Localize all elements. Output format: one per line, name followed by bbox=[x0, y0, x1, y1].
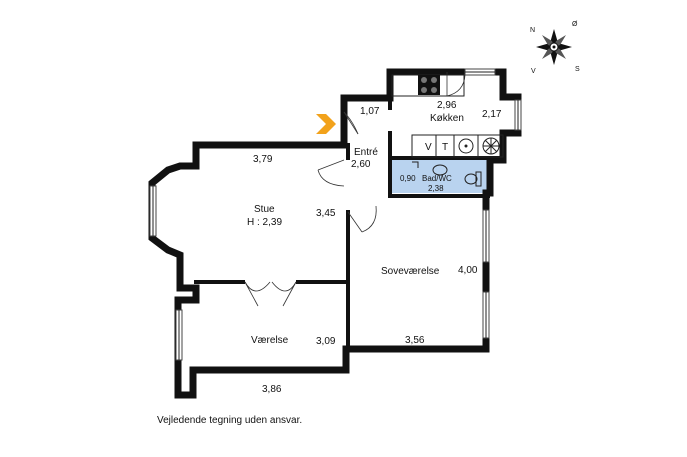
window-sleep-2 bbox=[482, 291, 490, 339]
window-bay bbox=[149, 185, 157, 237]
window-kitchen-top bbox=[464, 68, 496, 76]
bad-width: 0,90 bbox=[400, 174, 416, 183]
sovevaerelse-depth: 4,00 bbox=[458, 265, 478, 276]
vaerelse-width: 3,86 bbox=[262, 384, 282, 395]
kitchen-t-label: T bbox=[442, 142, 448, 153]
compass-v: V bbox=[531, 68, 536, 75]
wall-entry-bath bbox=[388, 156, 490, 198]
stue-height: H : 2,39 bbox=[247, 217, 282, 228]
stue-name: Stue bbox=[254, 204, 275, 215]
sovevaerelse-name: Soveværelse bbox=[381, 266, 440, 277]
vaerelse-name: Værelse bbox=[251, 335, 289, 346]
kokken-width: 2,96 bbox=[437, 100, 457, 111]
compass-o: Ø bbox=[572, 21, 578, 28]
door-front bbox=[343, 111, 359, 135]
kokken-name: Køkken bbox=[430, 113, 464, 124]
bad-name: Bad/WC bbox=[422, 174, 452, 183]
door-living-sleep bbox=[347, 205, 377, 233]
stove-icon bbox=[418, 75, 440, 95]
window-sleep-1 bbox=[482, 209, 490, 263]
entre-name: Entré bbox=[354, 147, 378, 158]
entre-length: 2,60 bbox=[351, 159, 371, 170]
kitchen-v-label: V bbox=[425, 142, 432, 153]
bad-length: 2,38 bbox=[428, 184, 444, 193]
toilet-icon bbox=[464, 171, 482, 187]
stue-width: 3,79 bbox=[253, 154, 273, 165]
sovevaerelse-width: 3,56 bbox=[405, 335, 425, 346]
door-stue-vaerelse bbox=[244, 281, 297, 307]
sink-icon bbox=[458, 138, 474, 154]
entry-arrow-icon bbox=[316, 114, 336, 134]
compass-s: S bbox=[575, 66, 580, 73]
window-vaerelse bbox=[175, 309, 183, 361]
kitchen-counter-bottom bbox=[411, 134, 504, 158]
washbasin-icon bbox=[482, 137, 500, 155]
stue-depth: 3,45 bbox=[316, 208, 336, 219]
kokken-depth: 2,17 bbox=[482, 109, 502, 120]
compass-rose-icon bbox=[536, 29, 572, 65]
compass-n: N bbox=[530, 27, 535, 34]
bath-sink-icon bbox=[412, 161, 448, 176]
window-kitchen-side bbox=[514, 99, 522, 131]
entre-depth: 1,07 bbox=[360, 106, 380, 117]
door-kitchen bbox=[446, 72, 466, 97]
vaerelse-depth: 3,09 bbox=[316, 336, 336, 347]
disclaimer-text: Vejledende tegning uden ansvar. bbox=[157, 415, 303, 426]
door-entry-living bbox=[317, 159, 345, 187]
